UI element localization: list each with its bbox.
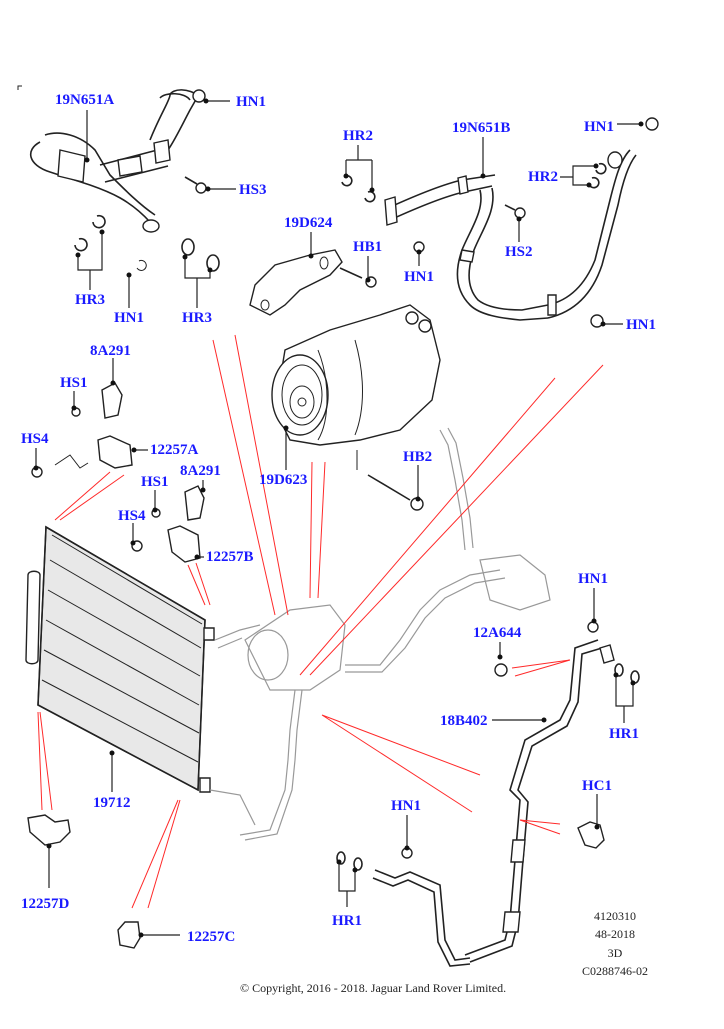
reference-date: 48-2018 (595, 927, 635, 941)
reference-view: 3D (607, 946, 623, 960)
label-HN1[interactable]: HN1 (236, 94, 266, 110)
line-lower (336, 847, 471, 967)
hose-19N651A (29, 89, 206, 233)
mount-12257D (27, 814, 71, 846)
leader-lines (33, 98, 644, 938)
label-HN1[interactable]: HN1 (578, 571, 608, 587)
label-HB2[interactable]: HB2 (403, 449, 433, 465)
label-HB1[interactable]: HB1 (353, 239, 383, 255)
bracket-19D624 (249, 249, 377, 316)
reference-code: 4120310 (594, 909, 636, 923)
label-HR2[interactable]: HR2 (343, 128, 373, 144)
label-HN1[interactable]: HN1 (584, 119, 614, 135)
bolt-HB2 (356, 450, 424, 511)
assembled-system-ghost (209, 427, 551, 841)
location-lines (37, 334, 604, 909)
label-12A644[interactable]: 12A644 (473, 625, 522, 641)
bolt-HS2 (504, 204, 526, 219)
label-HR2[interactable]: HR2 (528, 169, 558, 185)
illustration-id: C0288746-02 (582, 964, 648, 978)
label-19N651B[interactable]: 19N651B (452, 120, 511, 136)
label-HN1[interactable]: HN1 (404, 269, 434, 285)
label-19N651A[interactable]: 19N651A (55, 92, 115, 108)
line-18B402 (464, 621, 640, 963)
label-HN1[interactable]: HN1 (114, 310, 144, 326)
clip-HC1 (577, 821, 605, 849)
mount-12257A (31, 435, 133, 478)
label-HR3[interactable]: HR3 (75, 292, 105, 308)
label-HS2[interactable]: HS2 (505, 244, 533, 260)
mount-12257B (131, 525, 201, 563)
label-19712[interactable]: 19712 (93, 795, 131, 811)
label-HR1[interactable]: HR1 (609, 726, 639, 742)
seals-HR3 (74, 214, 220, 272)
label-12257B[interactable]: 12257B (206, 549, 254, 565)
label-HS4[interactable]: HS4 (21, 431, 49, 447)
bracket-8A291-lower (151, 485, 205, 521)
label-12257A[interactable]: 12257A (150, 442, 199, 458)
label-19D623[interactable]: 19D623 (259, 472, 308, 488)
label-HS1[interactable]: HS1 (141, 474, 169, 490)
label-HN1[interactable]: HN1 (391, 798, 421, 814)
label-HS1[interactable]: HS1 (60, 375, 88, 391)
label-12257D[interactable]: 12257D (21, 896, 70, 912)
copyright-notice: © Copyright, 2016 - 2018. Jaguar Land Ro… (240, 981, 507, 995)
label-HN1[interactable]: HN1 (626, 317, 656, 333)
label-12257C[interactable]: 12257C (187, 929, 236, 945)
label-18B402[interactable]: 18B402 (440, 713, 488, 729)
bolt-HS3 (184, 176, 207, 194)
label-HC1[interactable]: HC1 (582, 778, 612, 794)
label-HS4[interactable]: HS4 (118, 508, 146, 524)
label-HR3[interactable]: HR3 (182, 310, 212, 326)
seals-HR2 (341, 162, 607, 203)
mount-12257C (117, 921, 141, 949)
hose-19N651B (384, 117, 659, 328)
label-8A291[interactable]: 8A291 (180, 463, 221, 479)
corner-mark (17, 85, 22, 90)
label-HR1[interactable]: HR1 (332, 913, 362, 929)
label-8A291[interactable]: 8A291 (90, 343, 131, 359)
compressor-19D623 (271, 304, 441, 446)
condenser-19712 (25, 525, 215, 793)
label-HS3[interactable]: HS3 (239, 182, 267, 198)
label-19D624[interactable]: 19D624 (284, 215, 333, 231)
